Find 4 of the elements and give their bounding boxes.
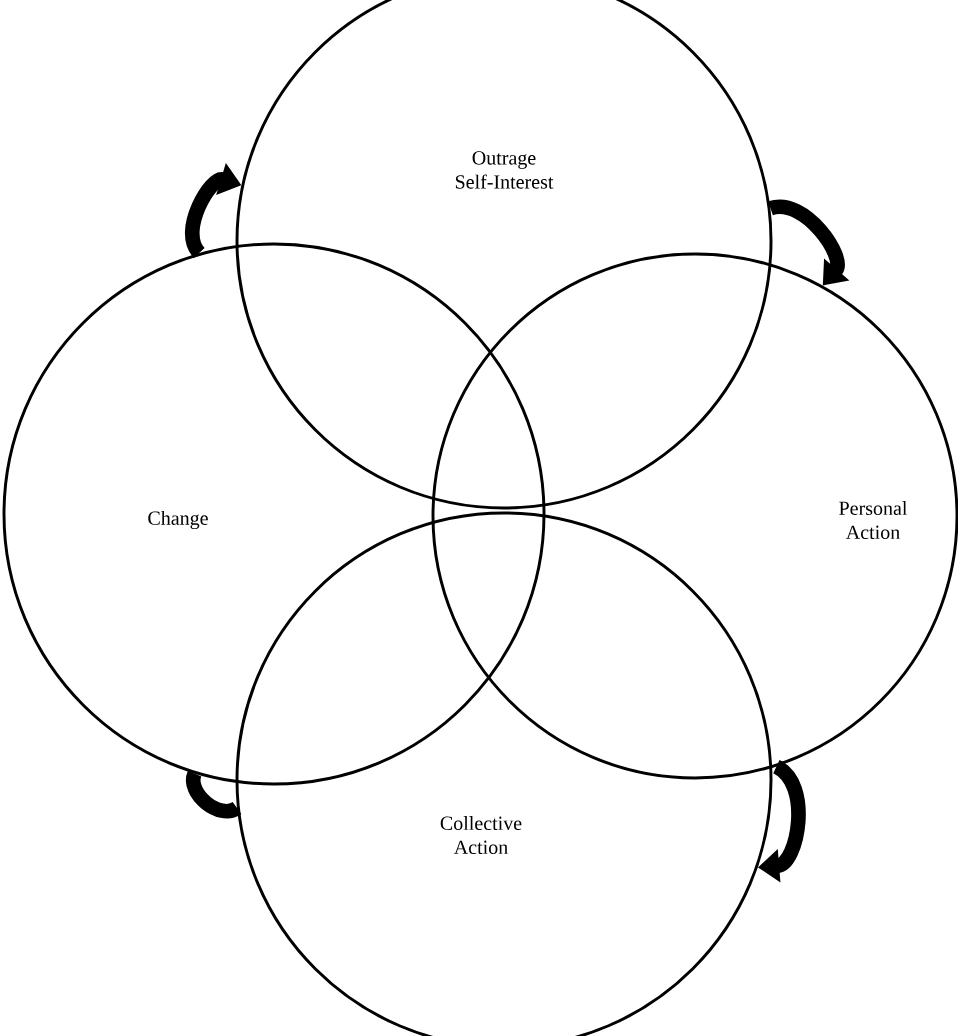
circle-label: Change (148, 510, 208, 530)
circle-label: Personal Action (839, 500, 908, 539)
circle-label: Outrage Self-Interest (455, 151, 554, 189)
circle-label: Collective Action (440, 815, 522, 855)
